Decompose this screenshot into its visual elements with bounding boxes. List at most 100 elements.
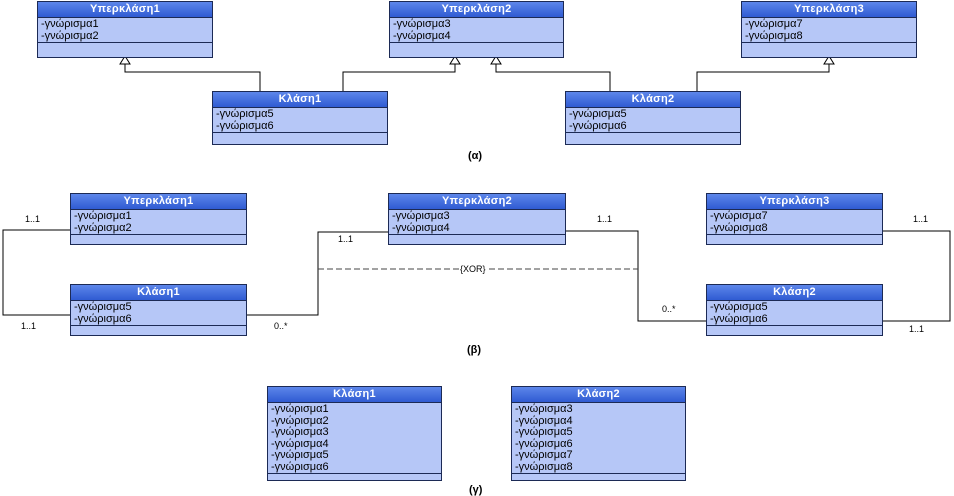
class-operations: [71, 235, 246, 242]
attribute: -γνώρισμα4: [271, 437, 329, 450]
class-name: Κλάση2: [707, 285, 882, 301]
attribute: -γνώρισμα6: [271, 460, 329, 473]
attribute: -γνώρισμα2: [271, 414, 329, 427]
class-box-a-k1[interactable]: Κλάση1 -γνώρισμα5 -γνώρισμα6: [212, 91, 388, 145]
class-operations: [566, 133, 740, 140]
class-attributes: -γνώρισμα5 -γνώρισμα6: [707, 301, 882, 326]
attribute: -γνώρισμα1: [41, 18, 99, 30]
caption-c: (γ): [469, 484, 483, 496]
class-name: Κλάση1: [213, 92, 387, 108]
class-name: Κλάση2: [566, 92, 740, 108]
association-lines-b: [2, 229, 951, 322]
class-box-a-super1[interactable]: Υπερκλάση1 -γνώρισμα1 -γνώρισμα2: [37, 1, 213, 58]
attribute: -γνώρισμα4: [515, 414, 573, 427]
attribute: -γνώρισμα5: [216, 108, 274, 120]
class-name: Υπερκλάση2: [390, 2, 563, 18]
attribute: -γνώρισμα6: [216, 119, 274, 132]
class-name: Υπερκλάση3: [707, 194, 882, 210]
attribute: -γνώρισμα4: [392, 221, 450, 234]
class-operations: [38, 43, 212, 50]
class-name: Υπερκλάση3: [742, 2, 916, 18]
class-operations: [742, 43, 916, 50]
class-attributes: -γνώρισμα3 -γνώρισμα4: [390, 18, 563, 43]
gen-line-k1-super2: [342, 63, 456, 91]
class-attributes: -γνώρισμα7 -γνώρισμα8: [707, 210, 882, 235]
attribute: -γνώρισμα5: [515, 426, 573, 438]
class-box-b-super3[interactable]: Υπερκλάση3 -γνώρισμα7 -γνώρισμα8: [706, 193, 883, 245]
attribute: -γνώρισμα2: [41, 29, 99, 42]
attribute: -γνώρισμα5: [710, 301, 768, 313]
class-attributes: -γνώρισμα5 -γνώρισμα6: [71, 301, 246, 326]
class-box-b-k2[interactable]: Κλάση2 -γνώρισμα5 -γνώρισμα6: [706, 284, 883, 336]
attribute: -γνώρισμα8: [710, 221, 768, 234]
class-name: Υπερκλάση1: [38, 2, 212, 18]
class-name: Κλάση1: [71, 285, 246, 301]
attribute: -γνώρισμα7: [710, 210, 768, 222]
attribute: -γνώρισμα5: [569, 108, 627, 120]
assoc-k1-super2: [247, 231, 388, 316]
caption-b: (β): [467, 344, 482, 356]
class-box-b-super2[interactable]: Υπερκλάση2 -γνώρισμα3 -γνώρισμα4: [388, 193, 566, 245]
attribute: -γνώρισμα8: [515, 460, 573, 473]
generalization-lines-a: [124, 63, 830, 91]
assoc-super1-k1: [2, 229, 70, 316]
class-attributes: -γνώρισμα1 -γνώρισμα2: [71, 210, 246, 235]
multiplicity-label: 1..1: [25, 214, 41, 224]
class-attributes: -γνώρισμα7 -γνώρισμα8: [742, 18, 916, 43]
arrowhead-super2-left: [449, 55, 461, 65]
assoc-super2-k2: [566, 230, 706, 322]
multiplicity-label: 0..*: [662, 304, 676, 314]
attribute: -γνώρισμα3: [515, 403, 573, 415]
class-box-a-k2[interactable]: Κλάση2 -γνώρισμα5 -γνώρισμα6: [565, 91, 741, 145]
class-name: Κλάση2: [512, 387, 685, 403]
attribute: -γνώρισμα6: [74, 312, 132, 325]
class-attributes: -γνώρισμα1 -γνώρισμα2 -γνώρισμα3 -γνώρισ…: [268, 403, 441, 474]
multiplicity-label: 1..1: [909, 324, 925, 334]
class-attributes: -γνώρισμα3 -γνώρισμα4 -γνώρισμα5 -γνώρισ…: [512, 403, 685, 474]
class-attributes: -γνώρισμα5 -γνώρισμα6: [566, 108, 740, 133]
arrowhead-super1: [119, 55, 131, 65]
attribute: -γνώρισμα7: [745, 18, 803, 30]
multiplicity-label: 1..1: [21, 321, 37, 331]
class-name: Υπερκλάση1: [71, 194, 246, 210]
class-operations: [707, 326, 882, 333]
class-box-c-k1[interactable]: Κλάση1 -γνώρισμα1 -γνώρισμα2 -γνώρισμα3 …: [267, 386, 442, 481]
class-name: Κλάση1: [268, 387, 441, 403]
class-name: Υπερκλάση2: [389, 194, 565, 210]
class-box-b-k1[interactable]: Κλάση1 -γνώρισμα5 -γνώρισμα6: [70, 284, 247, 336]
attribute: -γνώρισμα5: [271, 449, 329, 461]
caption-a: (α): [468, 150, 483, 162]
attribute: -γνώρισμα1: [271, 403, 329, 415]
gen-line-k2-super2: [495, 63, 611, 91]
class-operations: [389, 235, 565, 242]
attribute: -γνώρισμα6: [569, 119, 627, 132]
arrowhead-super3: [823, 55, 835, 65]
attribute: -γνώρισμα8: [745, 29, 803, 42]
class-box-a-super3[interactable]: Υπερκλάση3 -γνώρισμα7 -γνώρισμα8: [741, 1, 917, 58]
class-attributes: -γνώρισμα5 -γνώρισμα6: [213, 108, 387, 133]
arrowhead-super2-right: [490, 55, 502, 65]
xor-constraint-label: {XOR}: [459, 264, 487, 274]
attribute: -γνώρισμα5: [74, 301, 132, 313]
gen-line-k1-super1: [124, 63, 261, 91]
class-box-b-super1[interactable]: Υπερκλάση1 -γνώρισμα1 -γνώρισμα2: [70, 193, 247, 245]
generalization-arrowheads-a: [119, 55, 835, 65]
attribute: -γνώρισμα6: [710, 312, 768, 325]
attribute: -γνώρισμα6: [515, 437, 573, 450]
attribute: -γνώρισμα7: [515, 449, 573, 461]
assoc-super3-k2: [883, 230, 951, 322]
attribute: -γνώρισμα3: [271, 426, 329, 438]
attribute: -γνώρισμα3: [393, 18, 451, 30]
class-box-a-super2[interactable]: Υπερκλάση2 -γνώρισμα3 -γνώρισμα4: [389, 1, 564, 58]
multiplicity-label: 1..1: [913, 214, 929, 224]
class-operations: [512, 474, 685, 481]
attribute: -γνώρισμα1: [74, 210, 132, 222]
class-attributes: -γνώρισμα3 -γνώρισμα4: [389, 210, 565, 235]
gen-line-k2-super3: [696, 63, 830, 91]
class-operations: [390, 43, 563, 50]
class-attributes: -γνώρισμα1 -γνώρισμα2: [38, 18, 212, 43]
attribute: -γνώρισμα3: [392, 210, 450, 222]
class-operations: [268, 474, 441, 481]
class-box-c-k2[interactable]: Κλάση2 -γνώρισμα3 -γνώρισμα4 -γνώρισμα5 …: [511, 386, 686, 481]
